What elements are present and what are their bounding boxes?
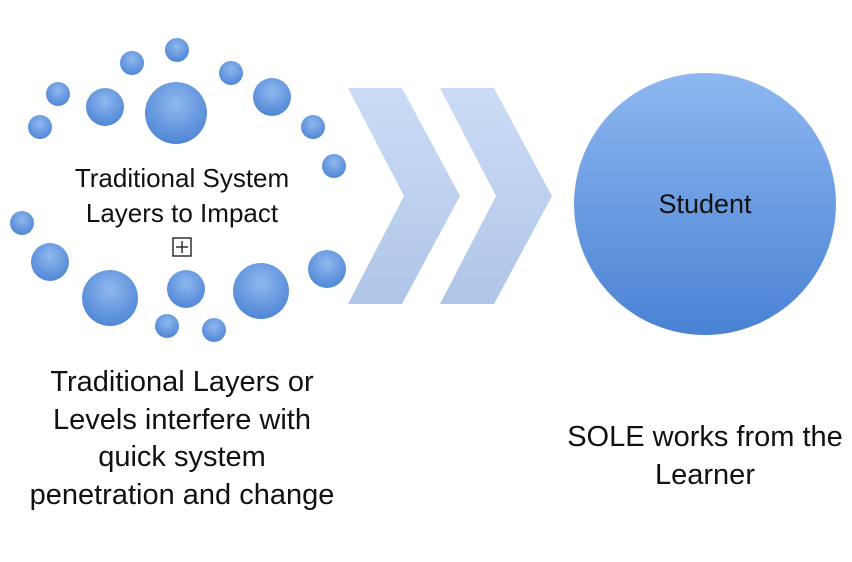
- layer-bubbles-cluster: [10, 38, 346, 342]
- layer-bubble: [86, 88, 124, 126]
- layer-bubble: [322, 154, 346, 178]
- layer-bubble: [202, 318, 226, 342]
- layer-bubble: [82, 270, 138, 326]
- layer-bubble: [31, 243, 69, 281]
- layer-bubble: [120, 51, 144, 75]
- student-circle: [574, 73, 836, 335]
- layer-bubble: [46, 82, 70, 106]
- layer-bubble: [167, 270, 205, 308]
- layer-bubble: [233, 263, 289, 319]
- layer-bubble: [145, 82, 207, 144]
- cluster-label-line1: Traditional System: [74, 163, 290, 193]
- layer-bubble: [253, 78, 291, 116]
- layer-bubble: [10, 211, 34, 235]
- layer-bubble: [219, 61, 243, 85]
- chevron-right-icon: [348, 88, 460, 304]
- chevron-right-icon: [440, 88, 552, 304]
- chevron-arrows: [348, 88, 552, 304]
- cluster-label-line2: Layers to Impact: [85, 198, 279, 228]
- layer-bubble: [155, 314, 179, 338]
- layer-bubble: [165, 38, 189, 62]
- layer-bubble: [301, 115, 325, 139]
- layer-bubble: [28, 115, 52, 139]
- expand-box-icon[interactable]: [172, 237, 192, 257]
- cluster-label: Traditional System Layers to Impact: [40, 161, 324, 257]
- left-caption: Traditional Layers or Levels interfere w…: [29, 366, 335, 511]
- student-label: Student: [658, 189, 752, 219]
- layer-bubble: [308, 250, 346, 288]
- right-caption: SOLE works from the Learner: [567, 421, 843, 491]
